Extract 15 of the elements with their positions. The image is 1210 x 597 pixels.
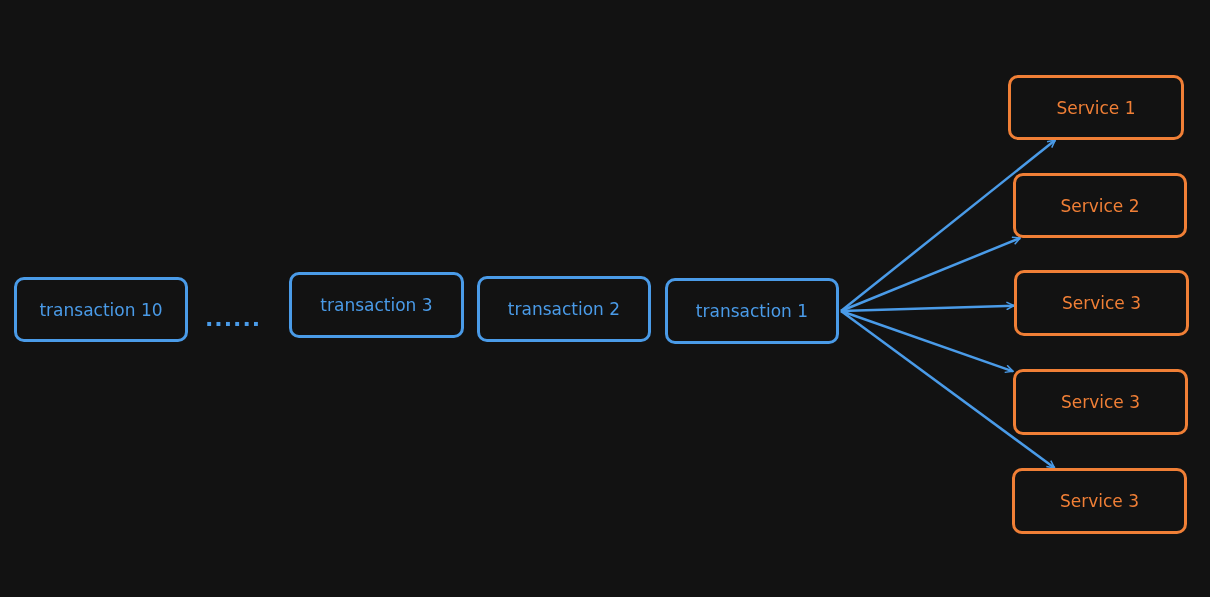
service-box: Service 2 (1013, 173, 1187, 238)
ellipsis-text: ...... (205, 306, 262, 331)
arrow (840, 236, 1021, 313)
transaction-box: transaction 2 (477, 276, 651, 342)
service-box: Service 3 (1013, 369, 1188, 435)
service-box: Service 3 (1014, 270, 1189, 336)
arrow (840, 139, 1057, 312)
arrow (840, 309, 1014, 374)
arrow (840, 301, 1015, 313)
service-box: Service 1 (1008, 75, 1184, 140)
arrow (840, 310, 1056, 469)
transaction-box: transaction 3 (289, 272, 464, 338)
transaction-box: transaction 1 (665, 278, 839, 344)
service-box: Service 3 (1012, 468, 1187, 534)
transaction-box: transaction 10 (14, 277, 188, 342)
